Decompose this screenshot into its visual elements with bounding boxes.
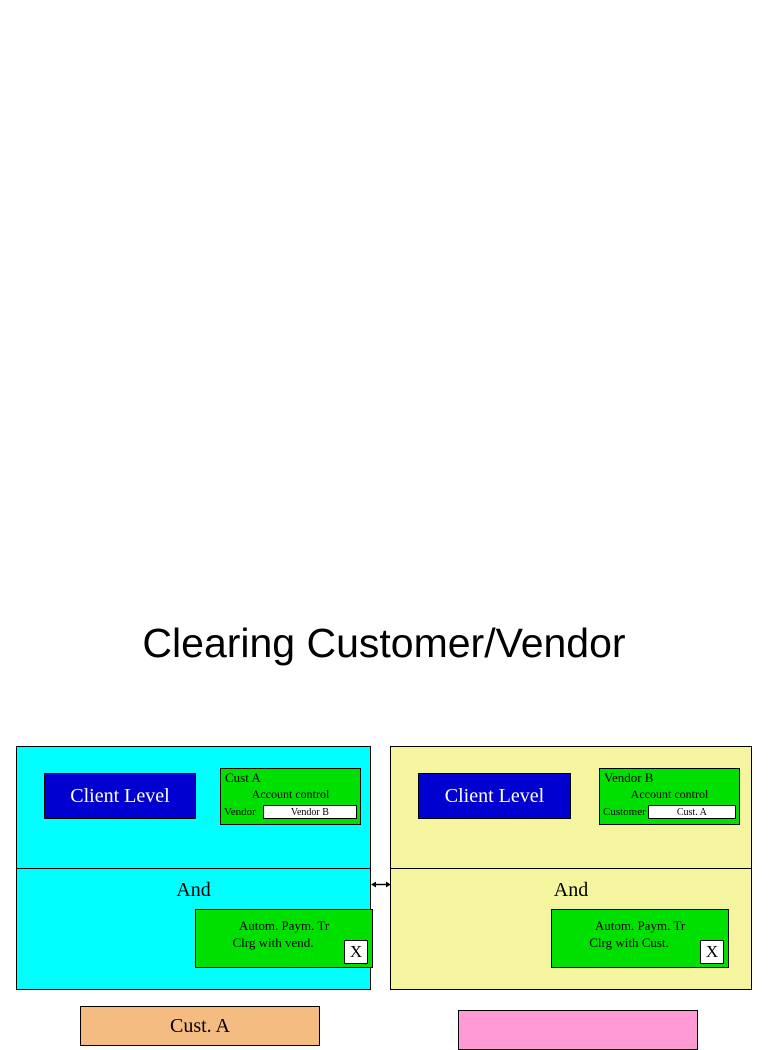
bottom-box-customer-label: Cust. A [169, 1015, 231, 1037]
vendor-master-field-value: Cust. A [647, 805, 736, 819]
panel-customer: Client Level Cust A Account control Vend… [16, 746, 373, 990]
vendor-master-box: Vendor B Account control Customer Cust. … [599, 768, 740, 825]
panel-vendor-bottom: And Autom. Paym. Tr Clrg with Cust. X [391, 869, 751, 989]
customer-master-subtitle: Account control [251, 787, 330, 801]
customer-master-field-label: Vendor [224, 805, 256, 818]
client-level-box-left: Client Level [44, 773, 196, 819]
vendor-transaction-line2: Clrg with Cust. [589, 935, 669, 950]
panel-customer-bottom: And Autom. Paym. Tr Clrg with vend. X [17, 869, 373, 989]
vendor-master-title: Vendor B [604, 770, 654, 785]
vendor-operator-label: And [553, 879, 589, 901]
client-level-box-right: Client Level [418, 773, 571, 819]
vendor-master-field-label: Customer [603, 805, 646, 818]
customer-master-field-value: Vendor B [262, 805, 357, 819]
customer-master-field-row: Vendor Vendor B [224, 804, 357, 820]
customer-operator-label: And [176, 879, 211, 901]
panel-vendor: Client Level Vendor B Account control Cu… [390, 746, 752, 990]
bottom-box-customer: Cust. A [80, 1006, 320, 1046]
customer-master-title: Cust A [225, 770, 261, 785]
bottom-box-vendor [458, 1010, 698, 1050]
vendor-master-field-row: Customer Cust. A [603, 804, 736, 820]
vendor-master-subtitle: Account control [630, 787, 709, 801]
vendor-transaction-box: Autom. Paym. Tr Clrg with Cust. X [551, 909, 729, 968]
panel-vendor-top: Client Level Vendor B Account control Cu… [391, 747, 751, 869]
customer-master-box: Cust A Account control Vendor Vendor B [220, 768, 361, 825]
customer-transaction-checkbox: X [344, 940, 368, 964]
vendor-transaction-line1: Autom. Paym. Tr [594, 918, 686, 933]
double-arrow-icon [371, 881, 391, 888]
customer-transaction-box: Autom. Paym. Tr Clrg with vend. X [195, 909, 373, 968]
panel-customer-top: Client Level Cust A Account control Vend… [17, 747, 370, 869]
page-title: Clearing Customer/Vendor [142, 620, 626, 666]
customer-transaction-line1: Autom. Paym. Tr [238, 918, 330, 933]
vendor-transaction-checkbox: X [700, 940, 724, 964]
customer-transaction-line2: Clrg with vend. [232, 935, 314, 950]
